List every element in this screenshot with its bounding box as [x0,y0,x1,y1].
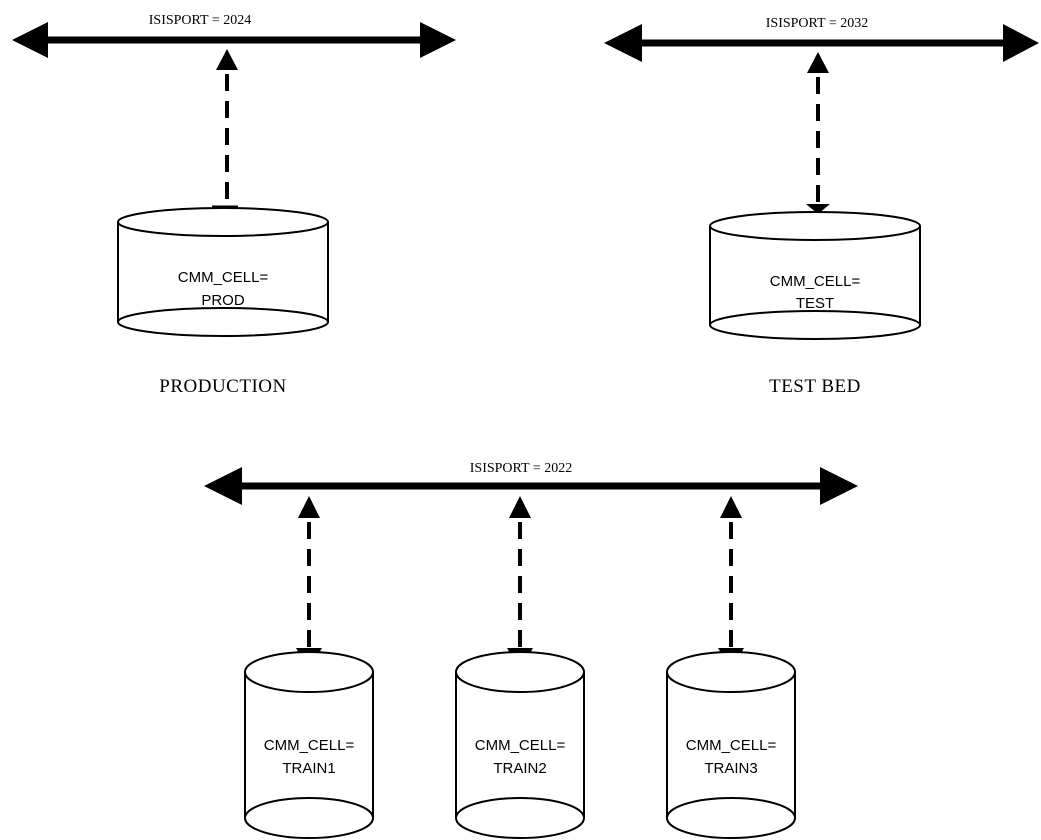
cylinder-top [244,651,374,693]
cylinder-body [117,222,329,337]
cylinder-bottom-rim [117,307,329,323]
connector-train2 [507,496,533,670]
bus-label-test: ISISPORT = 2032 [766,16,868,31]
cell-label-line1: CMM_CELL= [475,737,566,754]
cell-label-line2: TRAIN3 [704,760,757,777]
arrow-right-icon [420,22,456,58]
arrow-up-icon [807,52,829,73]
cell-label-line1: CMM_CELL= [264,737,355,754]
cell-label-line2: TEST [796,295,834,312]
connector-train3 [718,496,744,670]
cylinder-bottom-rim [455,797,585,819]
cylinder-train1: CMM_CELL= TRAIN1 [244,651,374,839]
cylinder-train2: CMM_CELL= TRAIN2 [455,651,585,839]
environment-title-test: TEST BED [769,376,861,397]
cell-label-line2: TRAIN1 [282,760,335,777]
bus-label-training: ISISPORT = 2022 [470,461,572,476]
bus-training: ISISPORT = 2022 [204,461,858,505]
arrow-right-icon [1003,24,1039,62]
bus-label-production: ISISPORT = 2024 [149,13,251,28]
connector-production [212,49,238,209]
cylinder-bottom-rim [244,797,374,819]
connector-test [806,52,830,214]
cylinder-body [709,226,921,340]
arrow-left-icon [604,24,642,62]
cylinder-body [244,672,374,839]
cell-label-line1: CMM_CELL= [178,269,269,286]
arrow-up-icon [720,496,742,518]
arrow-up-icon [509,496,531,518]
cell-label-line2: TRAIN2 [493,760,546,777]
cylinder-top [455,651,585,693]
cell-label-line2: PROD [201,292,245,309]
cylinder-bottom-rim [709,310,921,326]
cylinder-train3: CMM_CELL= TRAIN3 [666,651,796,839]
cylinder-body [666,672,796,839]
arrow-right-icon [820,467,858,505]
bus-production: ISISPORT = 2024 [12,13,456,58]
arrow-left-icon [12,22,48,58]
environment-title-production: PRODUCTION [159,376,286,397]
cell-label-line1: CMM_CELL= [686,737,777,754]
bus-test: ISISPORT = 2032 [604,16,1039,62]
cell-label-line1: CMM_CELL= [770,273,861,290]
arrow-up-icon [216,49,238,70]
cylinder-top [666,651,796,693]
cylinder-top [709,211,921,241]
cylinder-test: CMM_CELL= TEST [709,211,921,340]
arrow-left-icon [204,467,242,505]
cylinder-body [455,672,585,839]
cylinder-production: CMM_CELL= PROD [117,207,329,337]
cylinder-bottom-rim [666,797,796,819]
cylinder-top [117,207,329,237]
connector-train1 [296,496,322,670]
arrow-down-icon [806,204,830,214]
arrow-up-icon [298,496,320,518]
